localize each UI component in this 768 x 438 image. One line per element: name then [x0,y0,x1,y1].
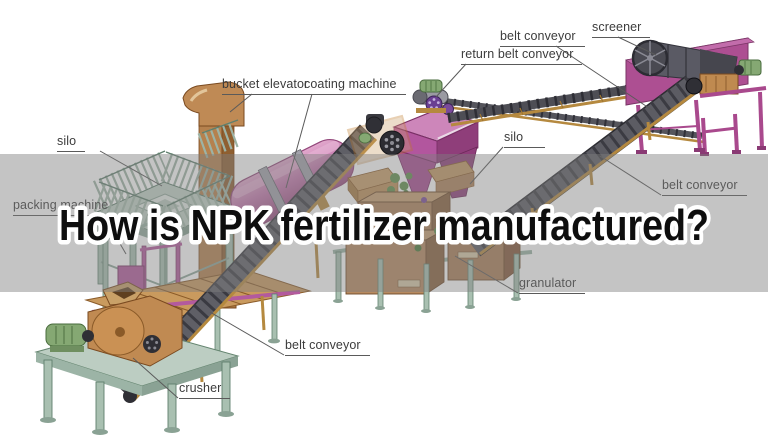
label-granulator: granulator [519,276,586,294]
belt-conveyor-top-machine [447,82,647,127]
label-silo-mid: silo [504,130,546,148]
label-belt-conveyor-top: belt conveyor [500,29,585,47]
granulator-machine [332,191,533,313]
label-belt-conveyor-bottom: belt conveyor [285,338,370,356]
label-screener: screener [592,20,651,38]
label-coating-machine: coating machine [304,77,406,95]
label-bucket-elevator: bucket elevator [222,77,318,95]
label-belt-conveyor-right: belt conveyor [662,178,747,196]
label-packing-machine: packing machine [13,198,118,216]
title-banner-band [0,154,768,292]
belt-conveyor-right-machine [467,75,703,257]
label-crusher: crusher [179,381,231,399]
leader-lines [99,36,662,399]
label-return-belt-conveyor: return belt conveyor [461,47,583,65]
crusher-machine [34,281,240,435]
label-silo-left: silo [57,134,86,152]
screener-machine [625,37,767,156]
silo-left-machine [92,119,243,305]
